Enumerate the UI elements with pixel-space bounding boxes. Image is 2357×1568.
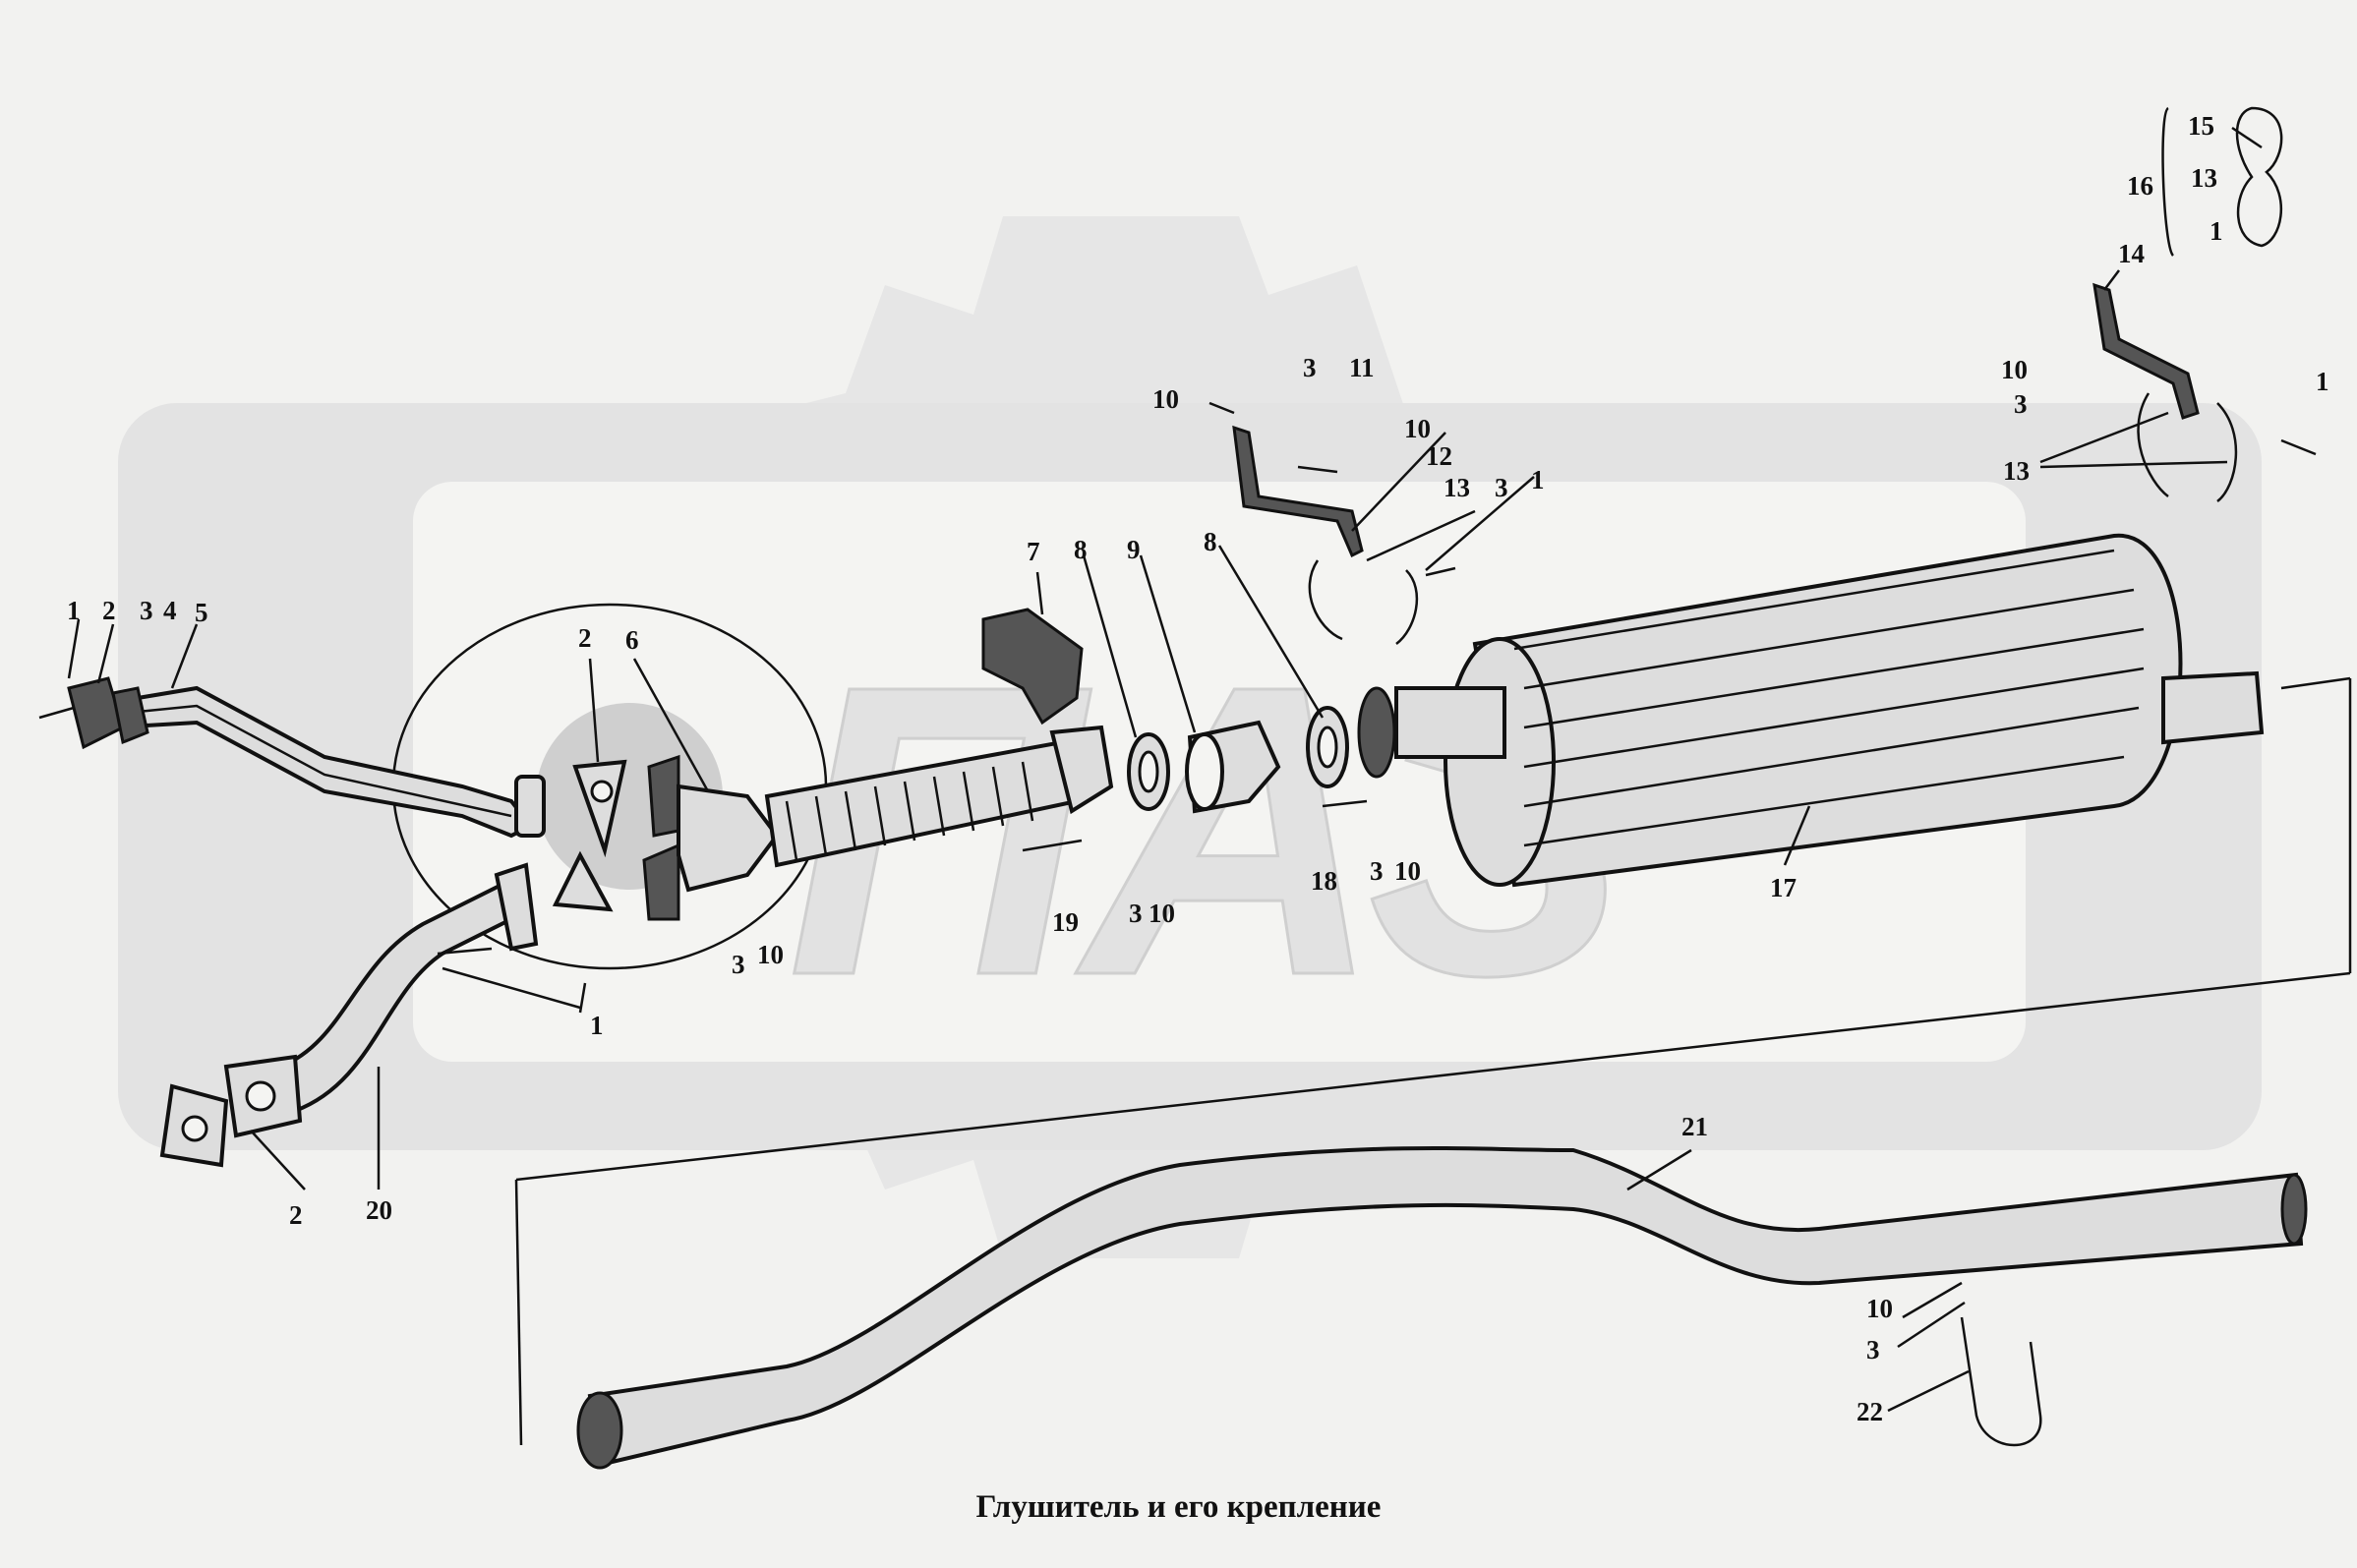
label-3b: 3	[1303, 353, 1317, 382]
label-8: 8	[1074, 535, 1088, 564]
label-15: 15	[2188, 111, 2214, 141]
label-13b: 13	[2191, 163, 2217, 193]
muffler	[1394, 533, 2352, 973]
label-2c: 2	[289, 1200, 303, 1230]
label-17: 17	[1770, 873, 1797, 902]
label-14: 14	[2118, 239, 2145, 268]
label-22: 22	[1856, 1397, 1883, 1426]
label-3h: 3	[1866, 1335, 1880, 1365]
label-10c: 10	[2001, 355, 2028, 384]
hangers	[1232, 106, 2283, 645]
label-1d: 1	[2316, 367, 2329, 396]
label-3d: 3	[2014, 389, 2028, 419]
rings	[1127, 686, 1396, 814]
label-7: 7	[1027, 537, 1040, 566]
label-1c: 1	[2210, 216, 2223, 246]
label-18: 18	[1311, 866, 1337, 896]
bolts	[1022, 438, 2317, 852]
bracket-7	[981, 608, 1084, 726]
label-1b: 1	[1531, 465, 1545, 494]
label-2: 2	[102, 596, 116, 625]
label-3f: 3	[1129, 899, 1143, 928]
label-1e: 1	[590, 1011, 604, 1040]
label-16: 16	[2127, 171, 2153, 201]
u-bolt	[1960, 1316, 2042, 1447]
label-10: 10	[1152, 384, 1179, 414]
label-13c: 13	[2003, 456, 2030, 486]
flanges	[552, 754, 680, 921]
label-3: 3	[140, 596, 153, 625]
label-13: 13	[1444, 473, 1470, 502]
diagram-caption: Глушитель и его крепление	[975, 1489, 1382, 1525]
label-3c: 3	[1495, 473, 1508, 502]
tail-pipe	[514, 971, 2351, 1470]
part-labels: 1 2 3 4 5 2 6 7 8 9 8 10 3 11 10 12 13 3…	[67, 111, 2329, 1426]
label-4: 4	[163, 596, 177, 625]
label-11: 11	[1349, 353, 1375, 382]
label-19: 19	[1052, 907, 1079, 937]
flex-pipe	[677, 725, 1114, 893]
label-10d: 10	[757, 940, 784, 969]
label-12: 12	[1426, 441, 1452, 471]
label-9: 9	[1127, 535, 1141, 564]
label-2b: 2	[578, 623, 592, 653]
label-8b: 8	[1204, 527, 1217, 556]
label-10f: 10	[1394, 856, 1421, 886]
leader-lines	[67, 126, 2263, 1413]
label-10g: 10	[1866, 1294, 1893, 1323]
label-10e: 10	[1149, 899, 1175, 928]
label-3e: 3	[732, 950, 745, 979]
highlight-circle	[536, 703, 723, 890]
label-10b: 10	[1404, 414, 1431, 443]
front-pipe	[38, 676, 546, 839]
label-5: 5	[195, 598, 208, 627]
label-3g: 3	[1370, 856, 1384, 886]
lower-pipe	[159, 862, 539, 1168]
label-6: 6	[625, 625, 639, 655]
label-20: 20	[366, 1195, 392, 1225]
label-1: 1	[67, 596, 81, 625]
label-21: 21	[1681, 1112, 1708, 1141]
